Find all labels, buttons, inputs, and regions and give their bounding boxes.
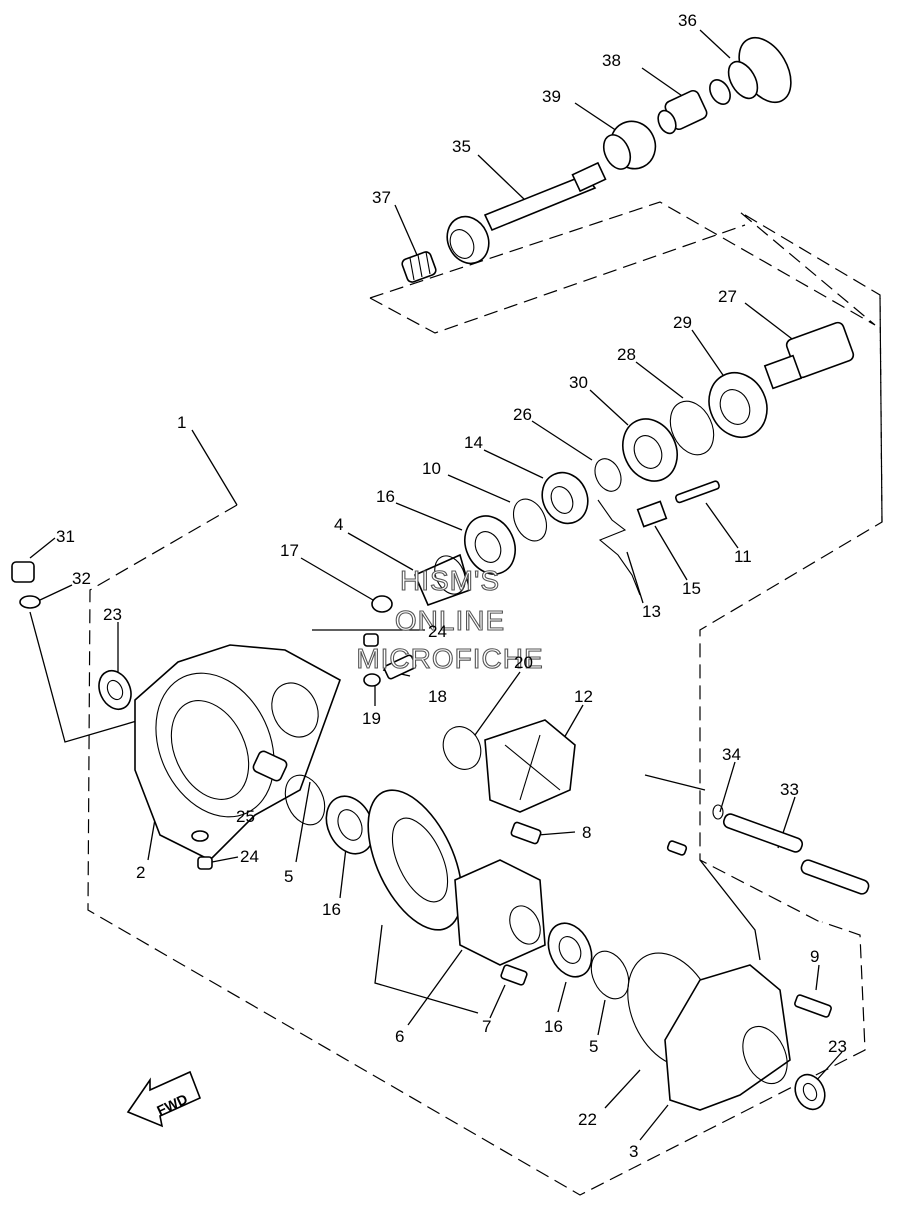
callout-31: 31 (56, 527, 75, 546)
part-28-circlip (669, 400, 715, 456)
part-23-oil-seal-left (98, 669, 132, 711)
fwd-arrow-icon (126, 1070, 202, 1128)
part-34-clip (666, 804, 724, 856)
part-19-washer (363, 673, 381, 687)
part-37-spring (401, 251, 437, 283)
part-24-plug-upper (363, 633, 379, 647)
callout-22: 22 (578, 1110, 597, 1129)
callout-12: 12 (574, 687, 593, 706)
boundary-right-join (879, 294, 883, 523)
part-30-bearing (622, 418, 678, 482)
callout-18: 18 (428, 687, 447, 706)
part-16-bearing-right (547, 922, 593, 978)
callout-33: 33 (780, 780, 799, 799)
top-shaft-boundary (369, 224, 746, 334)
part-8-bolt (510, 821, 542, 845)
callout-14: 14 (464, 433, 483, 452)
watermark-line-2: ONLINE (395, 605, 505, 636)
part-39-boot (602, 120, 657, 170)
callout-15: 15 (682, 579, 701, 598)
watermark-line-1: HISM'S (400, 565, 500, 596)
callout-7: 7 (482, 1017, 491, 1036)
callout-6: 6 (395, 1027, 404, 1046)
callout-24-lower: 24 (240, 847, 259, 866)
part-27-pinion-shaft (763, 321, 855, 390)
callout-labels: 36 38 39 35 37 27 29 28 30 26 14 10 16 4… (56, 11, 847, 1161)
callout-2: 2 (136, 863, 145, 882)
callout-17: 17 (280, 541, 299, 560)
callout-38: 38 (602, 51, 621, 70)
callout-28: 28 (617, 345, 636, 364)
leader-lines (29, 29, 843, 1141)
part-7-bolt (500, 964, 528, 986)
part-9-bolt (794, 994, 832, 1018)
part-ring-gear (367, 789, 463, 931)
part-differential-housing (454, 859, 546, 966)
callout-3: 3 (629, 1142, 638, 1161)
part-11-pin (675, 480, 720, 504)
callout-37: 37 (372, 188, 391, 207)
callout-23-right: 23 (828, 1037, 847, 1056)
part-16-bearing-upper (464, 515, 516, 575)
part-18-switch (383, 654, 417, 680)
part-31-bolt (11, 561, 35, 583)
callout-1: 1 (177, 413, 186, 432)
part-25-washer (191, 830, 209, 842)
callout-5-left: 5 (284, 867, 293, 886)
part-2-gear-case (134, 644, 341, 861)
callout-32: 32 (72, 569, 91, 588)
part-26-circlip (594, 458, 622, 492)
part-3-case-cover (664, 964, 791, 1111)
part-38-collar (657, 89, 708, 135)
part-24-plug-lower (197, 856, 213, 870)
watermark: HISM'S ONLINE MICROFICHE (356, 564, 543, 674)
part-36-drive-coupling (709, 36, 792, 105)
callout-35: 35 (452, 137, 471, 156)
part-12-actuator (484, 719, 576, 813)
part-5-shim-left (284, 774, 326, 826)
callout-26: 26 (513, 405, 532, 424)
callout-39: 39 (542, 87, 561, 106)
callout-16-upper: 16 (376, 487, 395, 506)
fwd-arrow-badge: FWD (126, 1070, 202, 1128)
part-35-drive-shaft (446, 161, 607, 265)
part-17-collar (371, 595, 393, 613)
part-14-sleeve (541, 471, 589, 525)
callout-30: 30 (569, 373, 588, 392)
callout-5-right: 5 (589, 1037, 598, 1056)
upper-shaft-group-boundary (369, 201, 883, 923)
callout-19: 19 (362, 709, 381, 728)
callout-9: 9 (810, 947, 819, 966)
part-23-oil-seal-right (794, 1073, 826, 1111)
callout-13: 13 (642, 602, 661, 621)
part-13-shift-fork (597, 499, 641, 596)
callout-34: 34 (722, 745, 741, 764)
part-20-o-ring (442, 726, 482, 770)
callout-20: 20 (514, 653, 533, 672)
main-assembly-boundary (87, 504, 866, 1196)
watermark-line-3: MICROFICHE (356, 643, 543, 674)
callout-23-left: 23 (103, 605, 122, 624)
assembly-boundaries (87, 201, 883, 1196)
part-15-block (636, 500, 668, 528)
part-29-bearing (708, 372, 768, 438)
part-32-washer (19, 595, 41, 609)
part-4-pinion-gear (413, 553, 471, 607)
callout-10: 10 (422, 459, 441, 478)
callout-29: 29 (673, 313, 692, 332)
callout-16-left: 16 (322, 900, 341, 919)
callout-16-right: 16 (544, 1017, 563, 1036)
callout-11: 11 (734, 547, 752, 566)
callout-24-upper: 24 (428, 622, 447, 641)
callout-27: 27 (718, 287, 737, 306)
callout-36: 36 (678, 11, 697, 30)
part-33-rod (722, 813, 870, 895)
part-5-shim-right (590, 950, 630, 1000)
callout-4: 4 (334, 515, 343, 534)
part-10-clip (512, 498, 548, 542)
callout-8: 8 (582, 823, 591, 842)
callout-25: 25 (236, 807, 255, 826)
